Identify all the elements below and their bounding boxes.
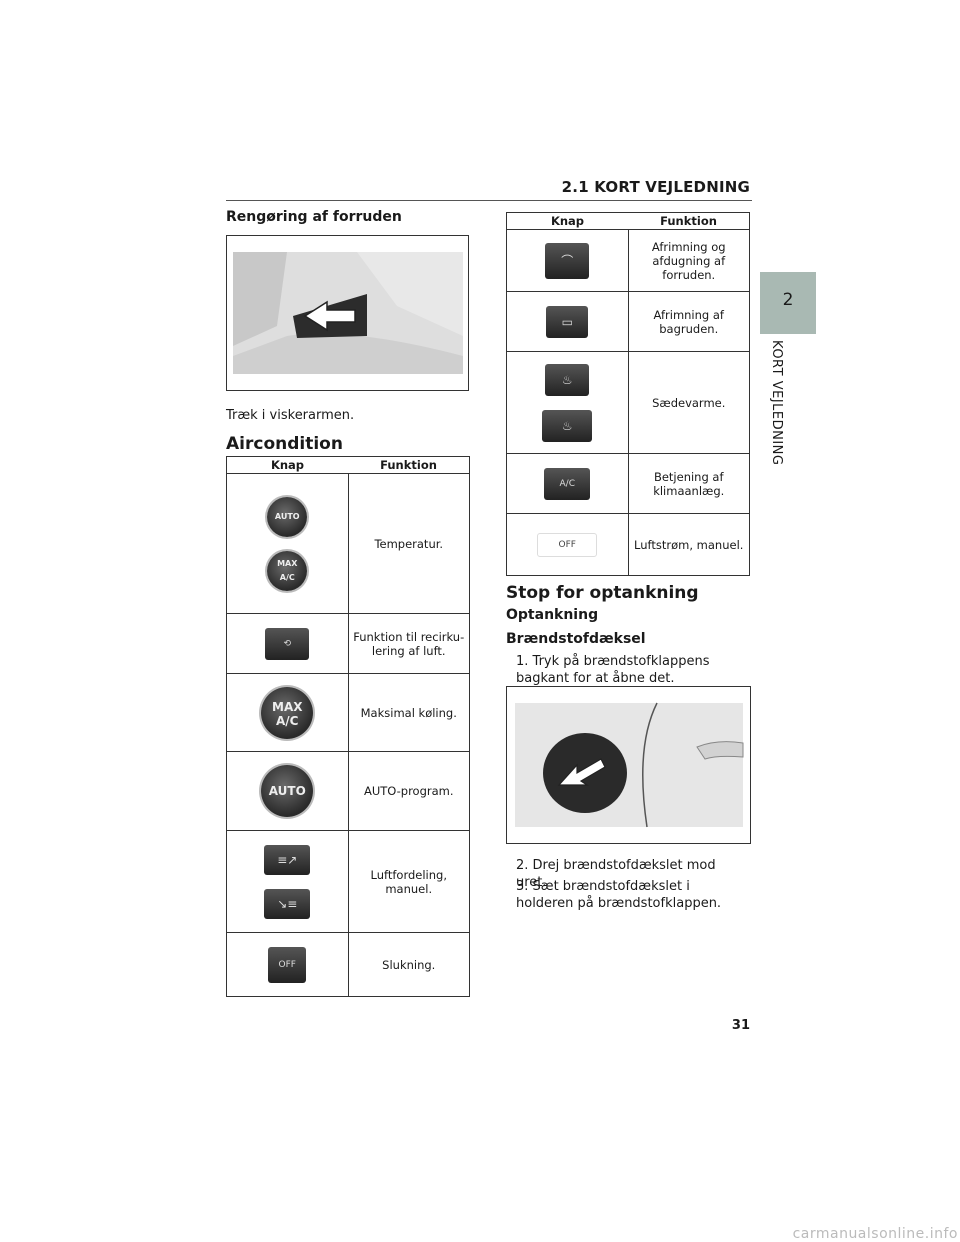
- wiper-illustration: [233, 252, 463, 374]
- funktion-cell: Slukning.: [348, 932, 470, 997]
- wiper-caption: Træk i viskerarmen.: [226, 408, 355, 423]
- ac-heading: Aircondition: [226, 434, 343, 454]
- funktion-cell: Luftstrøm, manuel.: [628, 513, 750, 576]
- fuel-figure: [506, 686, 751, 844]
- step-2: 2. Drej brændstofdækslet mod uret.: [516, 857, 750, 891]
- funktion-cell: Funktion til recirku-lering af luft.: [348, 613, 470, 674]
- auto-button-icon: AUTO: [261, 765, 314, 817]
- funktion-cell: Sædevarme.: [628, 351, 750, 454]
- chapter-tab-number: 2: [782, 290, 794, 310]
- step-text: Sæt brændstofdækslet i holderen på brænd…: [516, 879, 722, 911]
- step-text: Tryk på brændstofklappens bagkant for at…: [516, 654, 710, 686]
- stop-heading: Stop for optankning: [506, 583, 699, 603]
- table-row: OFF Slukning.: [226, 932, 470, 997]
- header-divider: [226, 200, 752, 201]
- ac-button-icon: A/C: [544, 467, 591, 500]
- table-row: A/C Betjening af klimaanlæg.: [506, 453, 750, 514]
- cap-heading: Brændstofdæksel: [506, 631, 646, 647]
- step-number: 1.: [516, 654, 529, 669]
- table-row: ⌒ Afrimning og afdugning af forruden.: [506, 229, 750, 292]
- table-row: ♨ ♨ Sædevarme.: [506, 351, 750, 454]
- funktion-cell: AUTO-program.: [348, 751, 470, 831]
- seat-heat-left-button-icon: ♨: [545, 363, 590, 396]
- table-row: ⟲ Funktion til recirku-lering af luft.: [226, 613, 470, 674]
- auto-knob-icon: AUTO: [267, 496, 308, 537]
- table-row: OFF Luftstrøm, manuel.: [506, 513, 750, 576]
- recirculation-button-icon: ⟲: [265, 627, 310, 660]
- airflow-lower-button-icon: ↘≡: [264, 888, 311, 919]
- wiper-figure: [226, 235, 469, 391]
- fuel-flap-illustration: [515, 702, 744, 828]
- step-number: 3.: [516, 879, 529, 894]
- page-number: 31: [731, 1018, 750, 1033]
- off-button-icon: OFF: [268, 946, 307, 983]
- chapter-tab-label: KORT VEJLEDNING: [769, 340, 784, 466]
- chapter-header: 2.1 KORT VEJLEDNING: [561, 178, 750, 196]
- col-funktion: Funktion: [628, 212, 750, 230]
- step-text: Drej brændstofdækslet mod uret.: [516, 858, 716, 890]
- funktion-cell: Luftfordeling, manuel.: [348, 830, 470, 933]
- col-knap: Knap: [506, 212, 628, 230]
- table-row: ≡↗ ↘≡ Luftfordeling, manuel.: [226, 830, 470, 933]
- funktion-cell: Afrimning og afdugning af forruden.: [628, 229, 750, 292]
- table-row: AUTO AUTO-program.: [226, 751, 470, 831]
- step-number: 2.: [516, 858, 529, 873]
- step-1: 1. Tryk på brændstofklappens bagkant for…: [516, 653, 750, 687]
- funktion-cell: Temperatur.: [348, 473, 470, 614]
- funktion-cell: Maksimal køling.: [348, 673, 470, 752]
- fan-off-button-icon: OFF: [537, 532, 598, 557]
- funktion-cell: Betjening af klimaanlæg.: [628, 453, 750, 514]
- optankning-heading: Optankning: [506, 607, 599, 623]
- chapter-tab-label-wrap: KORT VEJLEDNING: [764, 340, 784, 470]
- wiper-heading: Rengøring af forruden: [226, 209, 402, 225]
- defrost-table: Knap Funktion ⌒ Afrimning og afdugning a…: [506, 212, 750, 576]
- airflow-upper-button-icon: ≡↗: [264, 844, 311, 875]
- funktion-cell: Afrimning af bagruden.: [628, 291, 750, 352]
- seat-heat-right-button-icon: ♨: [542, 409, 593, 442]
- front-defrost-button-icon: ⌒: [545, 242, 590, 279]
- table-row: ▭ Afrimning af bagruden.: [506, 291, 750, 352]
- footer-watermark: carmanualsonline.info: [792, 1226, 958, 1242]
- rear-defrost-button-icon: ▭: [546, 305, 589, 338]
- col-knap: Knap: [226, 456, 348, 474]
- step-3: 3. Sæt brændstofdækslet i holderen på br…: [516, 878, 750, 912]
- chapter-tab: [760, 272, 816, 334]
- col-funktion: Funktion: [348, 456, 470, 474]
